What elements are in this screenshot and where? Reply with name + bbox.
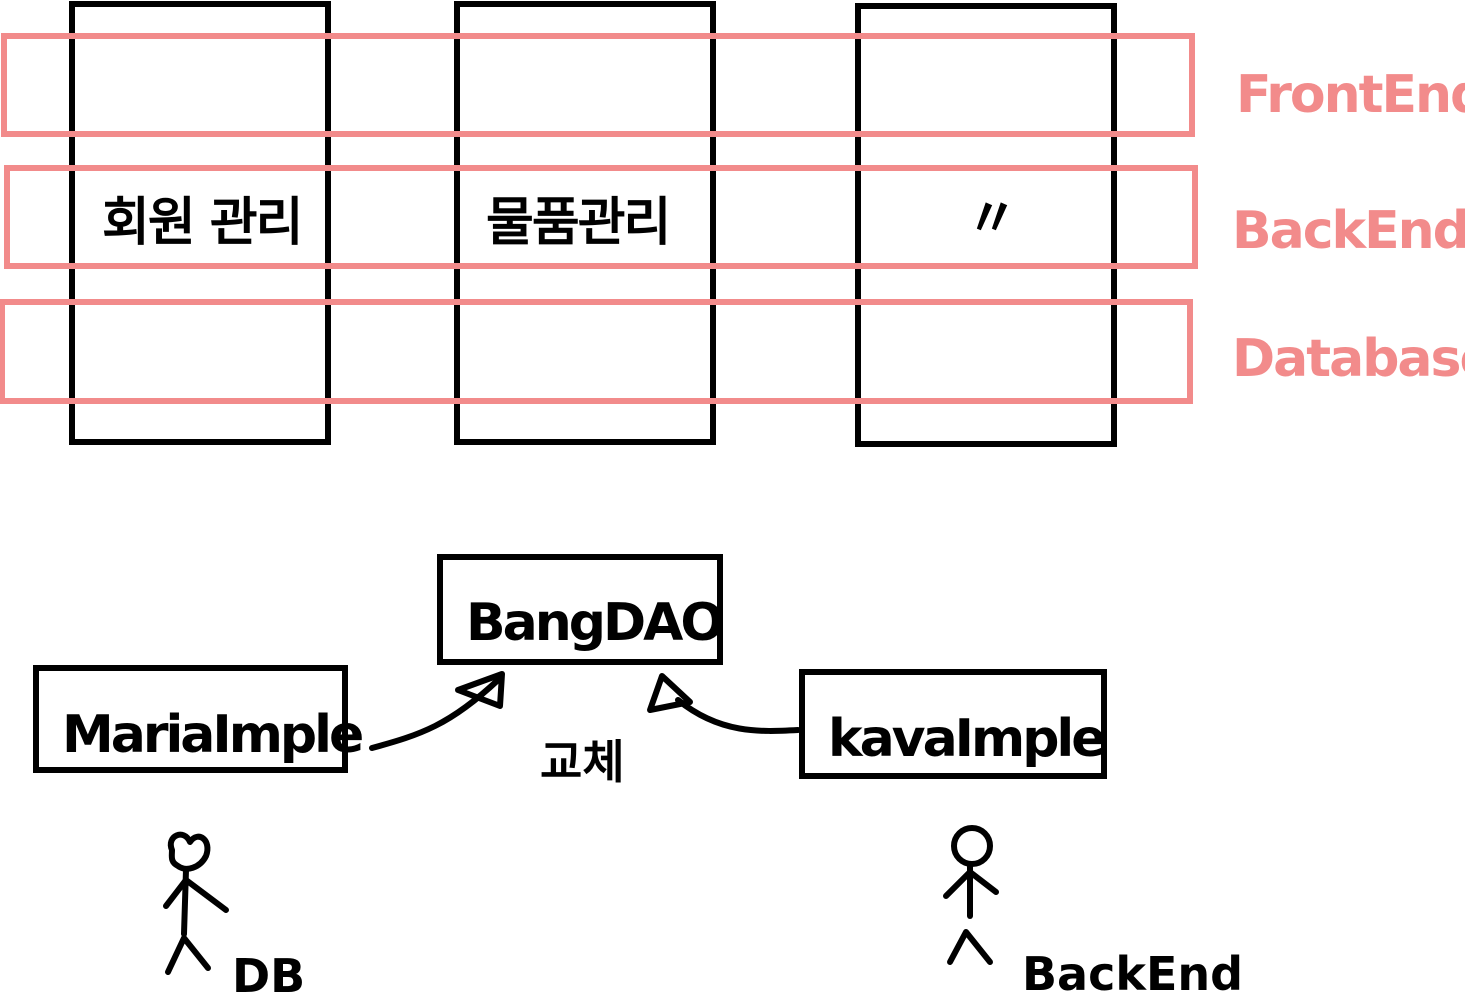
arrow-maria-to-bangdao bbox=[369, 677, 501, 751]
module-label-ditto: 〃 bbox=[966, 189, 1016, 249]
layer-label-frontend: FrontEnd bbox=[1236, 65, 1465, 125]
layer-label-database: Database bbox=[1232, 329, 1465, 389]
class-label-bangdao: BangDAO bbox=[466, 593, 722, 653]
arrows bbox=[369, 671, 801, 751]
box-mariaimple bbox=[33, 665, 348, 773]
class-label-kavaimple: kavaImple bbox=[828, 709, 1104, 769]
module-columns bbox=[69, 1, 1117, 447]
module-label-goods: 물품관리 bbox=[486, 193, 669, 253]
arrowhead-maria bbox=[455, 671, 505, 709]
box-kavaimple bbox=[799, 669, 1107, 779]
module-label-member: 회원 관리 bbox=[102, 193, 301, 253]
class-boxes bbox=[33, 554, 1107, 779]
stick-figure-left-legs bbox=[165, 935, 211, 975]
box-bangdao bbox=[437, 554, 723, 665]
layer-label-backend: BackEnd bbox=[1232, 201, 1465, 261]
column-other bbox=[855, 3, 1117, 447]
stick-figure-left-arms bbox=[163, 877, 229, 913]
stick-figure-right-head bbox=[951, 825, 993, 867]
layer-bands bbox=[0, 33, 1198, 404]
stick-figure-left-head bbox=[167, 831, 211, 872]
arrowhead-kava bbox=[647, 673, 693, 713]
class-label-mariaimple: MariaImple bbox=[62, 705, 362, 765]
stick-figure-right-arms bbox=[943, 869, 999, 899]
band-database bbox=[0, 299, 1193, 404]
stick-figure-right-legs bbox=[947, 929, 993, 965]
actor-label-right: BackEnd bbox=[1022, 947, 1243, 1000]
arrow-kava-to-bangdao bbox=[675, 697, 801, 734]
band-frontend bbox=[1, 33, 1195, 137]
stick-figure-left bbox=[163, 831, 229, 975]
column-goods bbox=[454, 1, 716, 445]
band-backend bbox=[4, 165, 1198, 269]
column-member bbox=[69, 1, 331, 445]
actor-label-left: DB bbox=[232, 949, 305, 1000]
replace-annotation: 교체 bbox=[540, 735, 625, 789]
stick-figure-right bbox=[943, 825, 999, 965]
